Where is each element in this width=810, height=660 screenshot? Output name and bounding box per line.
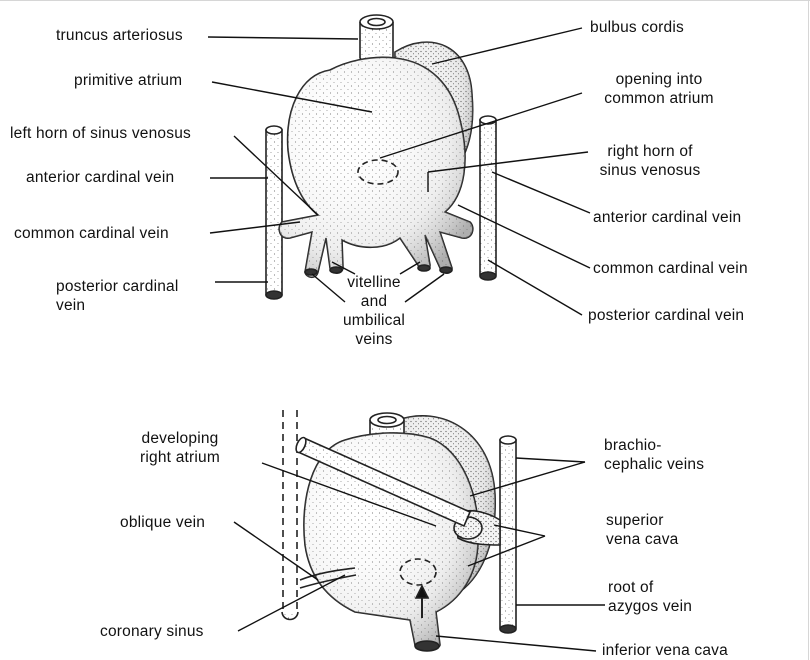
label-line: posterior cardinal <box>56 277 179 296</box>
label-line: vein <box>56 296 179 315</box>
label-truncus-arteriosus: truncus arteriosus <box>56 26 183 45</box>
label-line: vena cava <box>606 530 678 549</box>
label-bulbus-cordis: bulbus cordis <box>590 18 684 37</box>
label-coronary-sinus: coronary sinus <box>100 622 204 641</box>
label-line: common atrium <box>584 89 734 108</box>
label-superior-vena-cava: superior vena cava <box>606 511 678 549</box>
label-line: veins <box>318 330 430 349</box>
label-line: cephalic veins <box>604 455 704 474</box>
label-line: right atrium <box>110 448 250 467</box>
label-vitelline-umbilical-veins: vitelline and umbilical veins <box>318 273 430 349</box>
label-right-horn-sinus-venosus: right horn of sinus venosus <box>586 142 714 180</box>
label-line: right horn of <box>586 142 714 161</box>
label-common-cardinal-vein-left: common cardinal vein <box>14 224 169 243</box>
label-inferior-vena-cava: inferior vena cava <box>602 641 728 660</box>
label-oblique-vein: oblique vein <box>120 513 205 532</box>
label-line: azygos vein <box>608 597 692 616</box>
label-line: opening into <box>584 70 734 89</box>
label-anterior-cardinal-vein-right: anterior cardinal vein <box>593 208 741 227</box>
label-line: superior <box>606 511 678 530</box>
label-line: and <box>318 292 430 311</box>
bottom-heart-drawing <box>282 410 516 651</box>
label-line: vitelline <box>318 273 430 292</box>
label-developing-right-atrium: developing right atrium <box>110 429 250 467</box>
label-opening-into-common-atrium: opening into common atrium <box>584 70 734 108</box>
label-line: umbilical <box>318 311 430 330</box>
label-left-horn-sinus-venosus: left horn of sinus venosus <box>10 124 191 143</box>
label-brachiocephalic-veins: brachio- cephalic veins <box>604 436 704 474</box>
label-posterior-cardinal-vein-right: posterior cardinal vein <box>588 306 744 325</box>
label-line: root of <box>608 578 692 597</box>
label-line: developing <box>110 429 250 448</box>
label-primitive-atrium: primitive atrium <box>74 71 182 90</box>
label-posterior-cardinal-vein-left: posterior cardinal vein <box>56 277 179 315</box>
label-common-cardinal-vein-right: common cardinal vein <box>593 259 748 278</box>
label-root-of-azygos-vein: root of azygos vein <box>608 578 692 616</box>
label-line: brachio- <box>604 436 704 455</box>
label-anterior-cardinal-vein-left: anterior cardinal vein <box>26 168 174 187</box>
label-line: sinus venosus <box>586 161 714 180</box>
